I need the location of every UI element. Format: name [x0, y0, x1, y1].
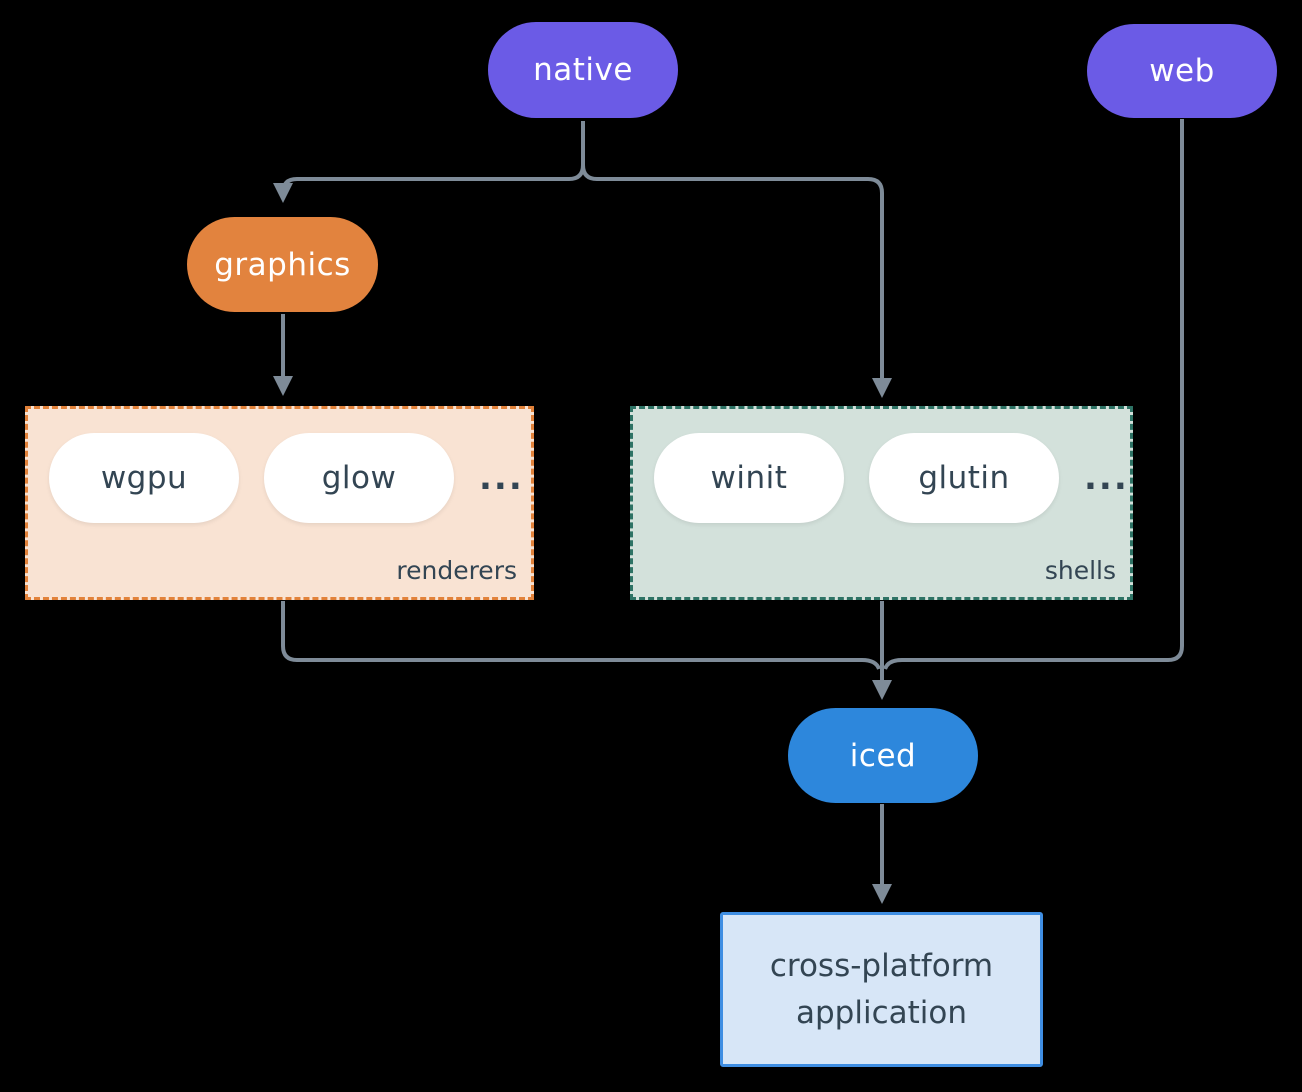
node-wgpu: wgpu: [49, 433, 239, 523]
edge-native-to-graphics: [273, 121, 585, 203]
node-winit: winit: [654, 433, 844, 523]
application-label-line2: application: [796, 994, 967, 1031]
node-cross-platform-application: cross-platform application: [720, 912, 1043, 1067]
node-graphics: graphics: [187, 217, 378, 312]
shells-label: shells: [1044, 556, 1116, 585]
node-iced: iced: [788, 708, 978, 803]
node-native: native: [488, 22, 678, 118]
edge-native-to-shells: [581, 121, 892, 398]
node-web: web: [1087, 24, 1277, 118]
node-glutin: glutin: [869, 433, 1059, 523]
edge-web-to-merge: [883, 119, 1184, 670]
shells-ellipsis: ...: [1084, 458, 1129, 498]
renderers-ellipsis: ...: [479, 458, 524, 498]
shells-row: winit glutin ...: [633, 409, 1130, 523]
node-glow: glow: [264, 433, 454, 523]
group-renderers: wgpu glow ... renderers: [25, 406, 534, 600]
group-shells: winit glutin ... shells: [630, 406, 1133, 600]
edge-renderers-to-merge: [281, 601, 881, 670]
renderers-label: renderers: [396, 556, 517, 585]
renderers-row: wgpu glow ...: [28, 409, 531, 523]
application-label-line1: cross-platform: [769, 947, 994, 984]
